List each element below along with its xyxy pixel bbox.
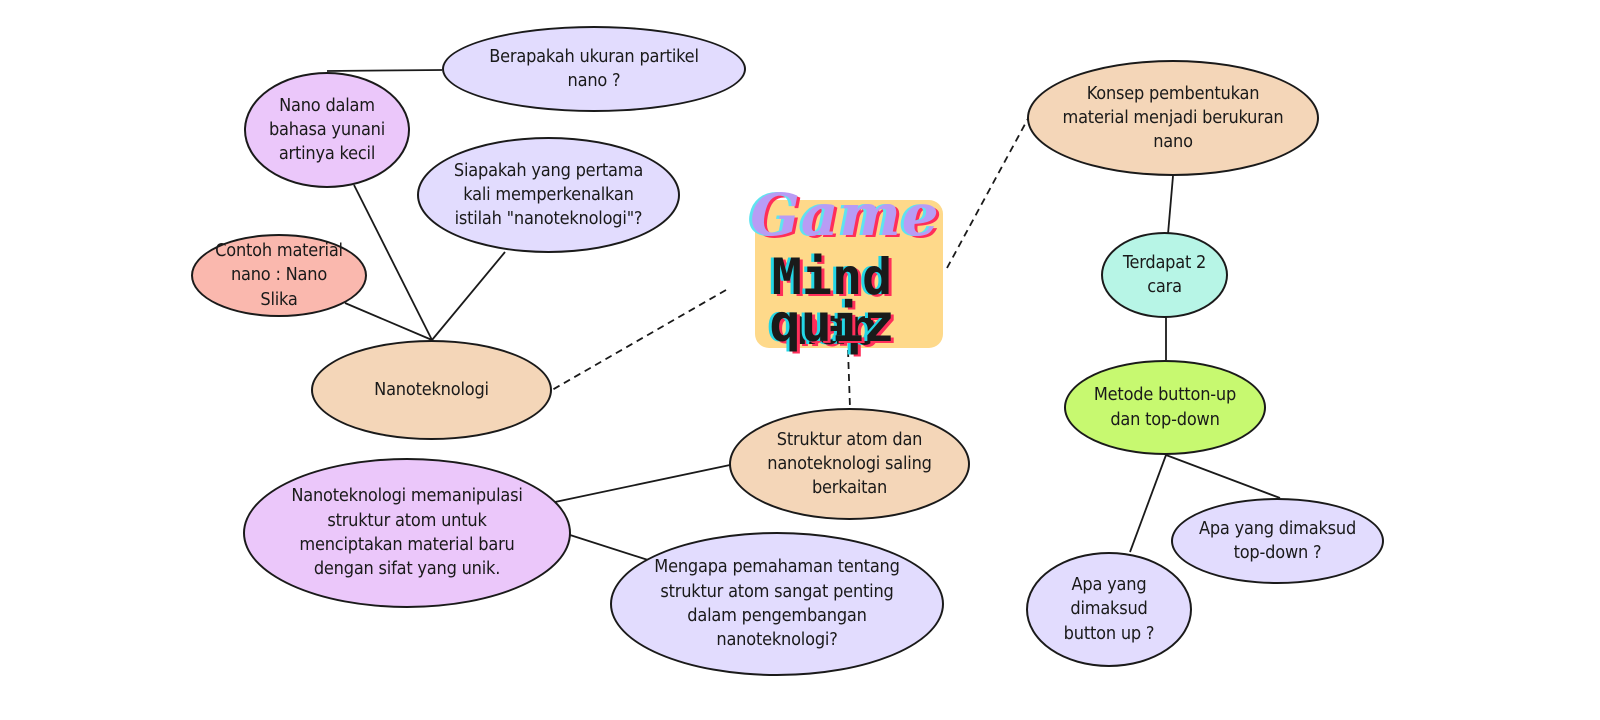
- title-card: [755, 200, 943, 348]
- node-text-line: artinya kecil: [278, 143, 376, 165]
- link-title-to-atom-relation: [847, 349, 851, 409]
- node-nanotechnology[interactable]: Nanoteknologi: [311, 340, 552, 440]
- node-text-line: nano : Nano Slika: [230, 264, 328, 310]
- node-question-top-down[interactable]: Apa yang dimaksud top-down ?: [1171, 498, 1384, 584]
- node-question-why-important[interactable]: Mengapa pemahaman tentang struktur atom …: [610, 532, 944, 676]
- node-text-line: Terdapat 2: [1122, 251, 1207, 273]
- node-text-line: struktur atom untuk: [327, 509, 487, 531]
- node-text-line: Nano dalam: [279, 94, 375, 116]
- node-text-line: nano: [1153, 131, 1193, 153]
- link-methods-to-button-up: [1129, 454, 1167, 553]
- node-question-particle-size[interactable]: Berapakah ukuran partikel nano ?: [442, 26, 746, 112]
- link-concept-to-two-ways: [1167, 175, 1174, 235]
- node-text-line: menciptakan material baru: [299, 534, 515, 555]
- link-title-to-nanotechnology: [551, 289, 727, 391]
- node-question-first-introduced[interactable]: Siapakah yang pertama kali memperkenalka…: [417, 137, 680, 253]
- node-text-line: Apa yang dimaksud: [1198, 517, 1357, 539]
- link-title-to-formation-concept: [946, 114, 1031, 269]
- link-manipulation-to-why-important: [569, 534, 649, 561]
- node-text-line: Nanoteknologi memanipulasi: [291, 485, 523, 507]
- node-text-line: dimaksud: [1070, 598, 1148, 620]
- node-text-line: Apa yang: [1071, 574, 1147, 596]
- node-question-button-up[interactable]: Apa yang dimaksud button up ?: [1026, 552, 1192, 667]
- node-text-line: cara: [1147, 276, 1182, 297]
- node-text-line: Contoh material: [215, 240, 343, 262]
- node-text-line: nano ?: [567, 70, 621, 91]
- node-text-line: Nanoteknologi: [374, 378, 489, 400]
- node-nano-greek-meaning[interactable]: Nano dalam bahasa yunani artinya kecil: [244, 72, 410, 188]
- node-text-line: dan top-down: [1110, 408, 1220, 430]
- node-example-material[interactable]: Contoh material nano : Nano Slika: [191, 234, 367, 317]
- link-example-to-nanotechnology: [344, 302, 433, 341]
- link-relation-to-manipulation: [554, 464, 731, 503]
- node-text-line: dengan sifat yang unik.: [313, 558, 501, 580]
- node-text-line: dalam pengembangan: [687, 605, 867, 626]
- node-text-line: nanoteknologi?: [716, 629, 838, 651]
- title-quiz: quiz: [769, 294, 895, 354]
- node-text-line: top-down ?: [1233, 542, 1322, 563]
- node-text-line: berkaitan: [811, 477, 888, 499]
- node-text-line: Berapakah ukuran partikel: [489, 45, 699, 67]
- node-text-line: Metode button-up: [1093, 384, 1237, 406]
- node-text-line: Siapakah yang pertama: [453, 159, 644, 181]
- node-manipulation[interactable]: Nanoteknologi memanipulasi struktur atom…: [243, 458, 571, 608]
- node-text-line: Struktur atom dan: [776, 428, 923, 450]
- title-mind-map: Mind map: [771, 248, 893, 356]
- node-text-line: istilah "nanoteknologi"?: [454, 208, 643, 230]
- link-greek-to-nanotechnology: [353, 184, 433, 341]
- node-text-line: button up ?: [1063, 622, 1155, 644]
- link-first-introduced-to-nanotechnology: [431, 251, 506, 341]
- link-greek-to-particle-size: [326, 69, 443, 72]
- node-text-line: bahasa yunani: [268, 118, 386, 140]
- node-text-line: material menjadi berukuran: [1062, 106, 1284, 128]
- title-game: Game: [750, 181, 940, 249]
- node-two-ways[interactable]: Terdapat 2 cara: [1101, 232, 1228, 318]
- node-atom-structure-relation[interactable]: Struktur atom dan nanoteknologi saling b…: [729, 408, 970, 520]
- node-methods[interactable]: Metode button-up dan top-down: [1064, 360, 1266, 455]
- link-methods-to-top-down: [1165, 454, 1281, 499]
- node-text-line: kali memperkenalkan: [463, 183, 634, 205]
- node-formation-concept[interactable]: Konsep pembentukan material menjadi beru…: [1027, 60, 1319, 176]
- node-text-line: nanoteknologi saling: [767, 452, 932, 474]
- node-text-line: struktur atom sangat penting: [660, 580, 894, 602]
- node-text-line: Mengapa pemahaman tentang: [654, 556, 900, 578]
- node-text-line: Konsep pembentukan: [1086, 82, 1260, 104]
